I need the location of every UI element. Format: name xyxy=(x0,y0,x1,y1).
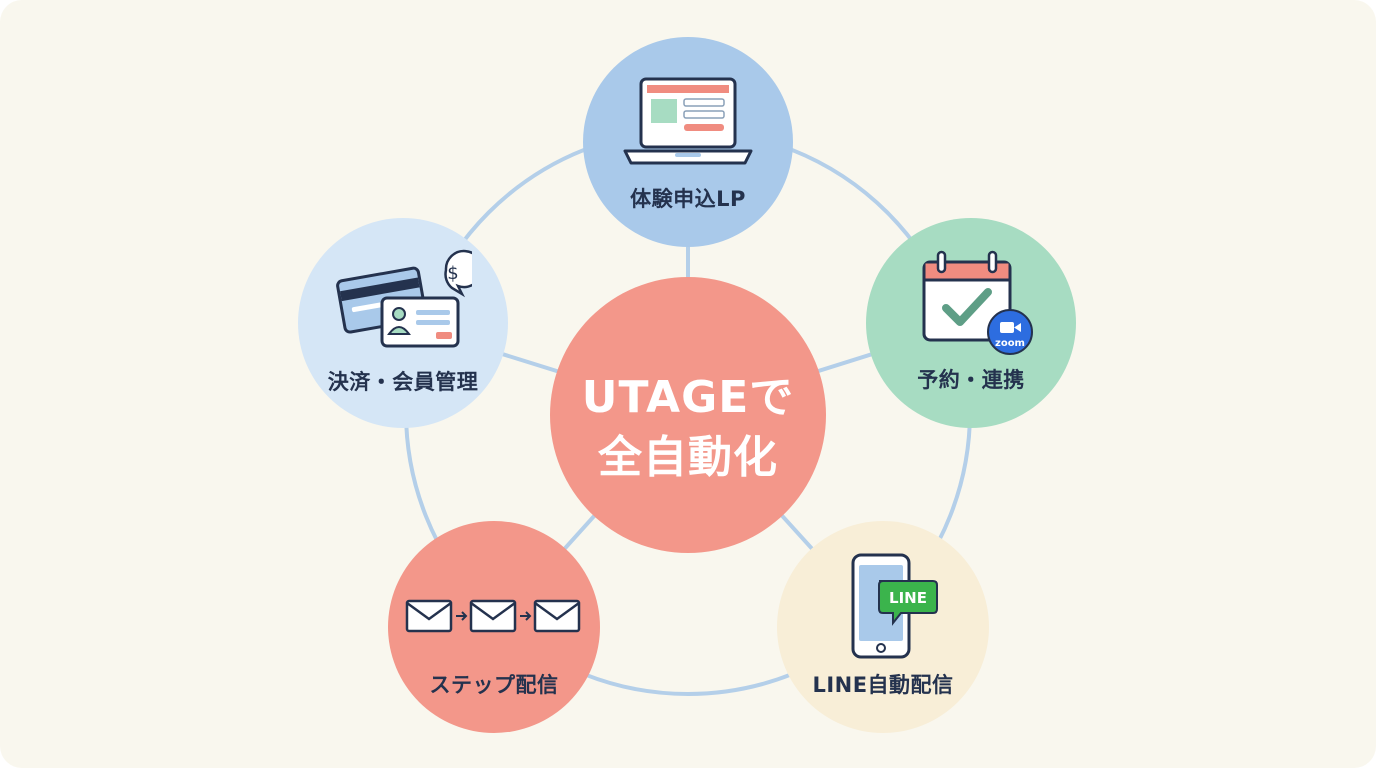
smartphone-icon: LINE xyxy=(851,553,938,659)
laptop-icon xyxy=(623,77,753,165)
credit-card-icon: $ xyxy=(336,249,472,348)
envelope-icon xyxy=(469,599,517,633)
node-trial-lp: 体験申込LP xyxy=(583,37,793,247)
line-badge-text: LINE xyxy=(889,589,927,607)
dollar-badge-text: $ xyxy=(447,263,458,284)
node-line-delivery: LINE LINE自動配信 xyxy=(777,521,989,733)
envelope-sequence-icon xyxy=(405,599,581,633)
node-booking-label: 予約・連携 xyxy=(917,368,1025,392)
node-trial-lp-label: 体験申込LP xyxy=(630,187,746,211)
node-payment-label: 決済・会員管理 xyxy=(327,370,479,394)
center-node: UTAGEで 全自動化 xyxy=(550,277,826,553)
node-step-label: ステップ配信 xyxy=(429,673,559,697)
envelope-icon xyxy=(405,599,453,633)
node-payment-members: $ 決済・会員管理 xyxy=(298,218,508,428)
center-title-line1: UTAGEで xyxy=(581,372,795,423)
node-line-label: LINE自動配信 xyxy=(812,673,954,697)
calendar-check-icon: zoom xyxy=(922,250,1033,355)
node-booking: zoom 予約・連携 xyxy=(866,218,1076,428)
node-step-delivery: ステップ配信 xyxy=(388,521,600,733)
envelope-icon xyxy=(533,599,581,633)
zoom-badge-text: zoom xyxy=(995,338,1025,349)
center-title-line2: 全自動化 xyxy=(598,432,778,483)
